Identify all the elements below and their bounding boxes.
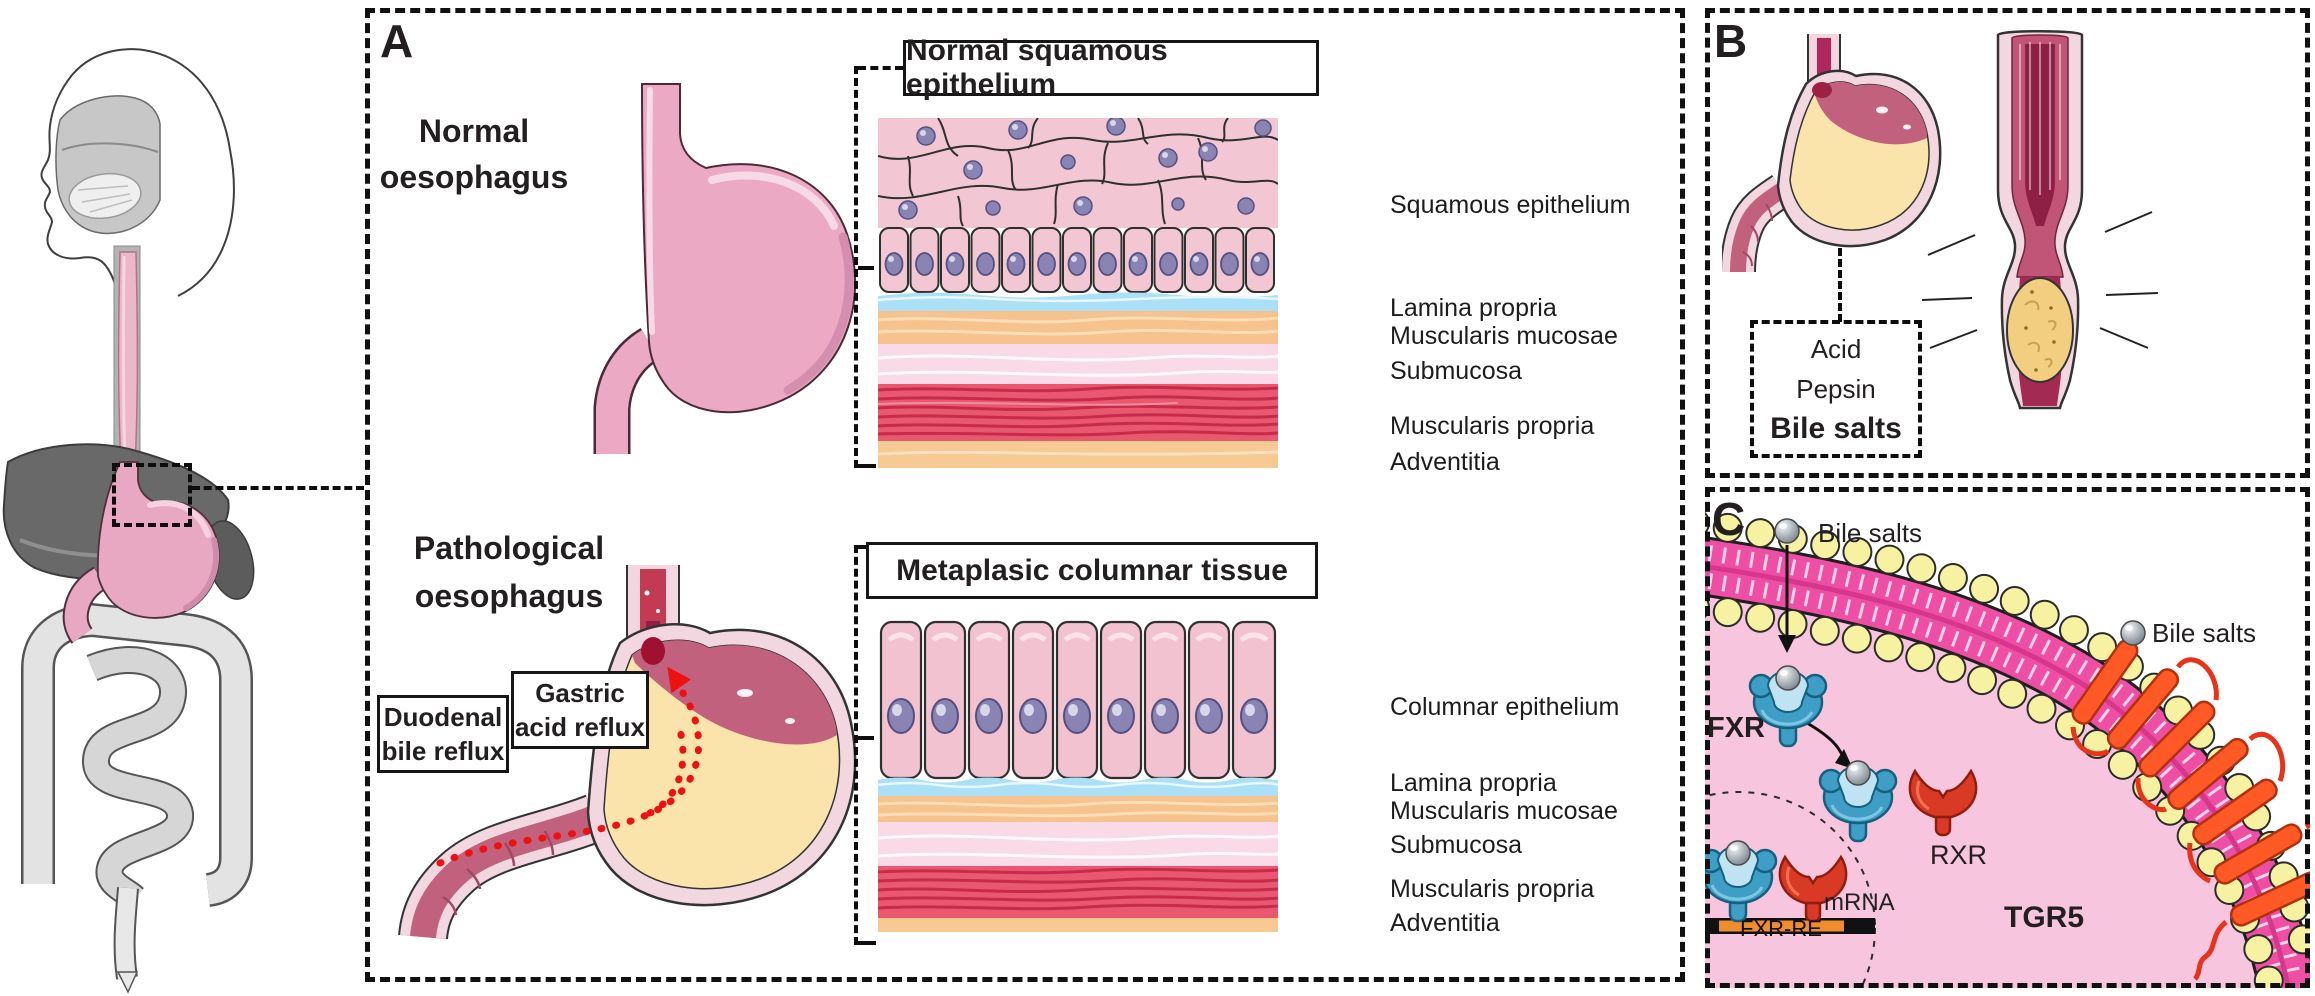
- panel-a-label: A: [380, 15, 414, 67]
- tissue-normal-title-box: Normal squamous epithelium: [903, 34, 1319, 101]
- metaplasic-columnar-tissue-diagram: [878, 620, 1278, 932]
- tissue-normal-bracket: [854, 66, 858, 468]
- normal-oesophagus-label: Normal oesophagus: [379, 113, 569, 195]
- fxr-re-dna-element: [1705, 918, 1875, 934]
- mrna-label: mRNA: [1824, 889, 1895, 916]
- tissue-metaplasic-bracket-mid-tick: [858, 736, 874, 740]
- fxr-label: FXR: [1707, 712, 1765, 744]
- bile-salt-entry-arrow: [1778, 545, 1796, 653]
- pressure-lines: [1921, 211, 2159, 349]
- panel-a-border: [365, 8, 1685, 982]
- muscularis-mucosae-layer: [878, 311, 1278, 344]
- muscularis-propria-layer: [878, 866, 1278, 918]
- tissue-layer-label: Adventitia: [1390, 909, 1500, 937]
- tissue-layer-label: Adventitia: [1390, 448, 1500, 476]
- tgr5-label: TGR5: [2004, 901, 2085, 934]
- gastric-acid-reflux-box: Gastric acid reflux: [511, 671, 649, 749]
- normal-squamous-epithelium-diagram: [878, 118, 1278, 468]
- squamous-nuclei: [898, 118, 1272, 220]
- gastroesophageal-junction-focus-box: [112, 463, 192, 527]
- tgr5-receptor: [2070, 623, 2310, 981]
- oesophagus-tube: [117, 251, 139, 469]
- tissue-metaplasic-bracket-bottom-tick: [858, 941, 876, 945]
- bile-salts-label-right: Bile salts: [2152, 618, 2257, 648]
- reflux-arrowhead: [667, 666, 691, 694]
- body-stomach: [62, 461, 220, 644]
- submucosa-layer: [878, 822, 1278, 866]
- gastric-reflux-arrow: [646, 719, 687, 817]
- tissue-layer-label: Muscularis propria: [1390, 875, 1595, 903]
- panel-c-border: [1705, 487, 2310, 988]
- duodenal-bile-reflux-box: Duodenal bile reflux: [377, 695, 509, 773]
- normal-stomach-illustration: [593, 83, 857, 454]
- columnar-cells: [879, 620, 1277, 780]
- tissue-layer-label: Submucosa: [1390, 831, 1523, 859]
- tissue-normal-bracket-mid-tick: [858, 266, 874, 270]
- tissue-metaplasic-title-box: Metaplasic columnar tissue: [866, 542, 1318, 599]
- food-bolus: [2006, 277, 2074, 383]
- fxr-translocation-arrow: [1806, 721, 1853, 769]
- refluxate-acid: Acid: [1810, 334, 1862, 364]
- refluxate-bile-salts: Bile salts: [1770, 412, 1902, 445]
- tissue-metaplasic-bracket-top-tick: [858, 545, 870, 549]
- panel-b-stomach-illustration: [1722, 34, 1942, 273]
- submucosa-layer: [878, 344, 1278, 384]
- basal-cell-row: [879, 227, 1275, 293]
- tissue-normal-bracket-bottom-tick: [858, 464, 876, 468]
- human-digestive-system-illustration: [2, 48, 255, 994]
- bile-salts-label-top: Bile salts: [1818, 518, 1923, 548]
- refluxate-components-box: Acid Pepsin Bile salts: [1750, 320, 1922, 458]
- refluxate-pepsin: Pepsin: [1796, 374, 1876, 404]
- tongue: [68, 172, 142, 220]
- cell-interior: [1705, 566, 2289, 988]
- tissue-layer-label: Submucosa: [1390, 357, 1523, 385]
- tissue-normal-bracket-top-tick: [858, 66, 903, 70]
- panel-b-pointer-line: [1838, 248, 1842, 322]
- panel-c-label: C: [1712, 493, 1746, 545]
- rxr-label: RXR: [1930, 840, 1988, 870]
- adventitia-layer: [878, 918, 1278, 932]
- focus-connector-line: [192, 486, 364, 490]
- tissue-layer-label: Columnar epithelium: [1390, 693, 1620, 721]
- panel-b-oesophagus-illustration: [1921, 30, 2159, 410]
- panel-c-bile-signalling-scene: [1705, 509, 2310, 988]
- muscularis-mucosae-layer: [878, 796, 1278, 822]
- tissue-layer-label: Squamous epithelium: [1390, 191, 1631, 219]
- tissue-layer-label: Lamina propria: [1390, 294, 1557, 322]
- pathological-oesophagus-label: Pathological oesophagus: [413, 530, 605, 614]
- panel-b-label: B: [1714, 15, 1748, 67]
- tissue-layer-label: Muscularis propria: [1390, 412, 1595, 440]
- tissue-metaplasic-bracket: [854, 545, 858, 945]
- tissue-layer-label: Muscularis mucosae: [1390, 322, 1618, 350]
- small-intestine: [82, 646, 194, 909]
- large-intestine: [21, 602, 253, 907]
- duodenal-reflux-arrow: [436, 689, 702, 867]
- fxr-re-label: FXR-RE: [1740, 916, 1822, 941]
- pathological-stomach-illustration: [398, 565, 857, 940]
- tissue-layer-label: Muscularis mucosae: [1390, 797, 1618, 825]
- panel-b-border: [1705, 8, 2310, 478]
- rectum: [113, 887, 139, 994]
- tissue-layer-label: Lamina propria: [1390, 769, 1557, 797]
